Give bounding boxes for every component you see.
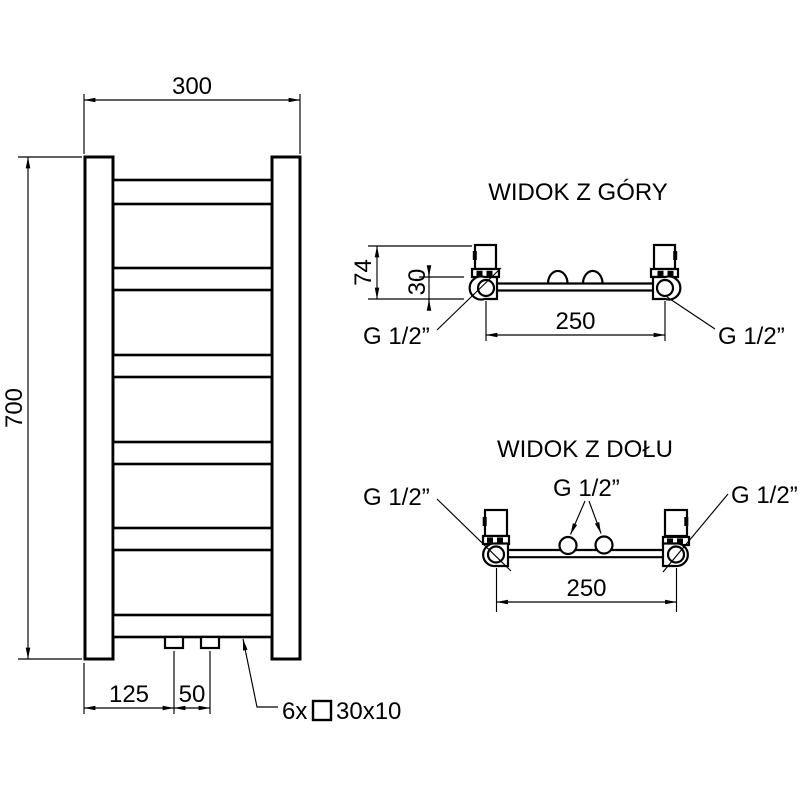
dimension-connection-spacing: 250: [485, 301, 666, 341]
dimension-connection-spacing: 250: [495, 568, 678, 612]
thread-label-center: G 1/2”: [553, 475, 620, 502]
left-collector-tube: [83, 155, 115, 661]
clamp-screw: [667, 538, 673, 544]
leader-line: [242, 638, 278, 708]
clamp-screw: [667, 270, 674, 277]
center-connection-port: [558, 535, 578, 556]
dimension-value: 50: [179, 681, 206, 708]
clamp-screw: [677, 538, 683, 544]
bottom-port-right: [199, 635, 221, 650]
leader-line: [666, 296, 716, 330]
leader-line: [662, 493, 729, 573]
dimension-value: 300: [172, 73, 212, 100]
left-bracket-assembly: [481, 508, 511, 568]
profile-note-prefix: 6x: [282, 698, 307, 725]
bottom-view: WIDOK Z DOŁU G 1/2”: [363, 436, 798, 612]
clamp-screw: [486, 270, 493, 277]
radiator-rung: [111, 353, 274, 379]
wall-bracket: [483, 508, 509, 538]
bracket-notch: [684, 517, 689, 526]
dimension-value: 250: [555, 308, 595, 335]
valve-port-circle: [476, 278, 496, 298]
dimension-width: 300: [83, 73, 301, 154]
radiator-rung: [111, 440, 274, 466]
radiator-rung: [111, 266, 274, 292]
top-view: WIDOK Z GÓRY: [350, 179, 785, 350]
thread-label-left: G 1/2”: [363, 323, 430, 350]
dimension-value: 125: [109, 681, 149, 708]
dimension-collector-depth: 30: [404, 265, 464, 311]
clamp-screw: [487, 537, 493, 543]
dimension-height: 700: [1, 156, 82, 660]
leader-line: [588, 500, 602, 534]
bracket-clamp: [470, 267, 501, 279]
dimension-wall-distance: 74: [350, 245, 472, 300]
clamp-screw: [657, 270, 664, 277]
bracket-notch: [482, 517, 487, 526]
dimension-bottom-ports: 125 50: [83, 651, 211, 714]
profile-note: 6x 30x10: [242, 638, 401, 725]
clamp-screw: [476, 270, 483, 277]
wall-bracket: [652, 243, 677, 271]
square-profile-icon: [311, 699, 333, 722]
right-bracket-assembly: [649, 243, 682, 301]
front-view: 300 700 125 50 6x 30x10: [1, 73, 401, 725]
left-bracket-assembly: [468, 243, 501, 301]
top-view-title: WIDOK Z GÓRY: [488, 179, 668, 206]
radiator-rung: [111, 613, 274, 639]
leader-line: [569, 500, 586, 535]
bottom-port-left: [163, 635, 185, 650]
bracket-notch: [472, 251, 477, 260]
wall-bracket: [663, 508, 689, 538]
bracket-clamp: [649, 267, 680, 279]
valve-port-circle: [655, 278, 675, 298]
clamp-screw: [497, 537, 503, 543]
right-bracket-assembly: [661, 508, 691, 568]
radiator-rung: [111, 178, 274, 206]
thread-label-right: G 1/2”: [718, 323, 785, 350]
bottom-view-title: WIDOK Z DOŁU: [497, 436, 673, 463]
right-collector-tube: [270, 155, 302, 661]
wall-bracket: [473, 243, 498, 271]
leader-line: [436, 498, 512, 572]
center-connection-port: [594, 535, 614, 555]
dimension-value: 74: [350, 259, 377, 286]
valve-port-circle: [666, 545, 686, 564]
thread-label-right: G 1/2”: [731, 482, 798, 509]
thread-label-left: G 1/2”: [363, 484, 430, 511]
radiator-rung: [111, 526, 274, 552]
leader-line: [436, 267, 502, 331]
profile-note-size: 30x10: [336, 698, 401, 725]
center-connection-bump: [546, 269, 569, 284]
dimension-value: 250: [566, 575, 606, 602]
dimension-value: 30: [404, 269, 431, 296]
bracket-notch: [673, 251, 678, 260]
center-connection-bump: [581, 269, 604, 284]
valve-port-circle: [486, 545, 506, 564]
dimension-value: 700: [1, 388, 28, 428]
